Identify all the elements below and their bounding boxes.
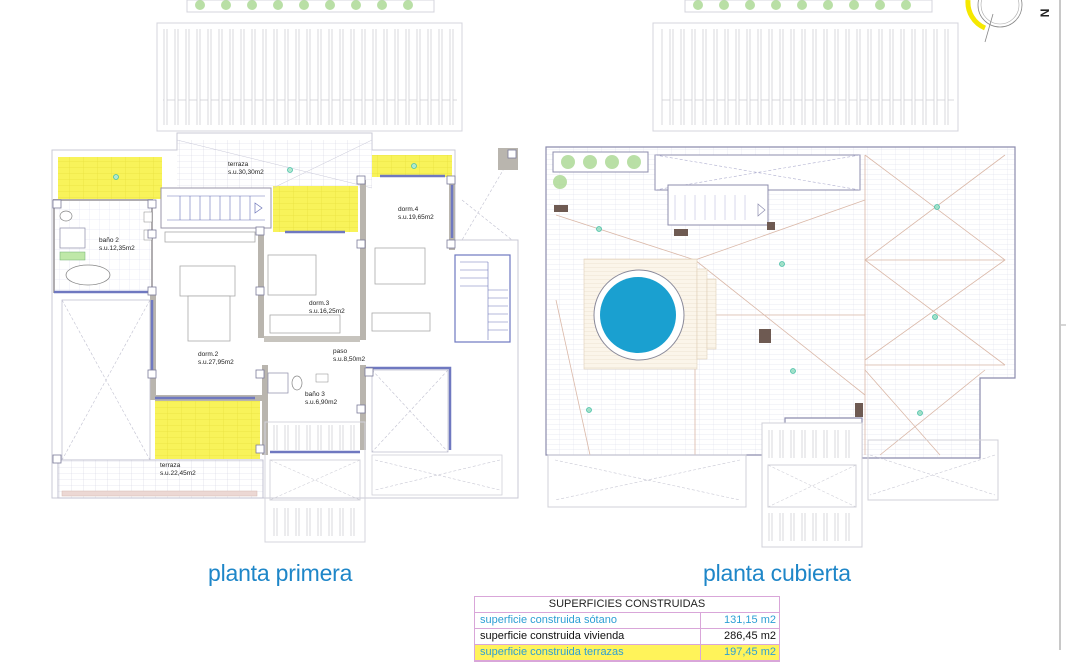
plan-title-cubierta: planta cubierta [703, 560, 851, 586]
row-value: 197,45 m2 [724, 646, 776, 658]
compass-north-label: N [1037, 8, 1052, 18]
row-value: 131,15 m2 [724, 614, 776, 626]
row-label: superficie construida terrazas [475, 645, 701, 660]
compass-icon [965, 0, 1023, 43]
plan-cubierta [545, 0, 1016, 548]
row-value: 286,45 m2 [724, 630, 776, 642]
table-row: superficie construida sótano 131,15 m2 [475, 613, 779, 629]
row-label: superficie construida sótano [475, 613, 701, 628]
frame-border [1059, 0, 1061, 650]
plan-primera [51, 0, 519, 543]
table-row: superficie construida vivienda 286,45 m2 [475, 629, 779, 645]
plan-title-primera: planta primera [208, 560, 353, 586]
surfaces-table-title: SUPERFICIES CONSTRUIDAS [475, 597, 779, 613]
row-label: superficie construida vivienda [475, 629, 701, 644]
surfaces-table: SUPERFICIES CONSTRUIDAS superficie const… [474, 596, 780, 662]
table-row: superficie construida terrazas 197,45 m2 [475, 645, 779, 661]
